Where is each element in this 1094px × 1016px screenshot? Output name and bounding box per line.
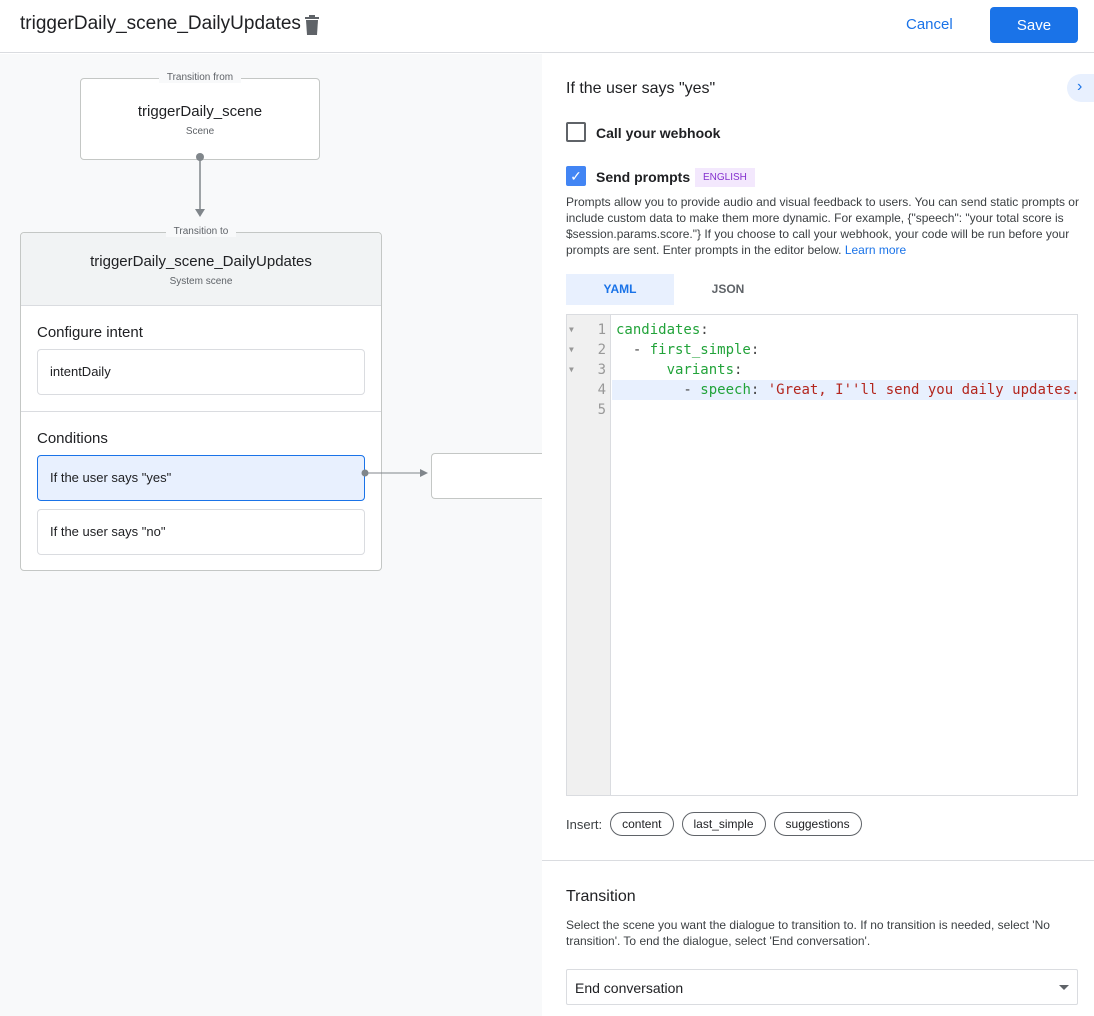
node-type: Scene [185, 126, 215, 137]
insert-chip-last-simple[interactable]: last_simple [681, 812, 766, 836]
learn-more-link[interactable]: Learn more [844, 243, 907, 257]
trash-icon[interactable] [304, 15, 320, 35]
code-line: variants: [666, 362, 743, 378]
transition-select[interactable]: End conversation [566, 969, 1078, 1005]
insert-bar: Insert: content last_simple suggestions [566, 812, 862, 836]
code-line: - first_simple: [616, 342, 760, 358]
line-number: ▼2 [569, 342, 606, 358]
editor-gutter: ▼1 ▼2 ▼3 4 5 [567, 315, 611, 795]
insert-chip-content[interactable]: content [610, 812, 674, 836]
line-number: ▼3 [569, 362, 606, 378]
configure-intent-label: Configure intent [37, 324, 143, 341]
condition-no[interactable]: If the user says "no" [37, 509, 365, 555]
conditions-label: Conditions [37, 430, 108, 447]
cancel-button[interactable]: Cancel [906, 16, 953, 33]
header: triggerDaily_scene_DailyUpdates Cancel S… [0, 0, 1094, 53]
transition-to-node: Transition to triggerDaily_scene_DailyUp… [20, 226, 382, 571]
fold-icon[interactable]: ▼ [569, 365, 574, 374]
webhook-checkbox[interactable] [566, 122, 586, 142]
fold-icon[interactable]: ▼ [569, 345, 574, 354]
line-number: 5 [597, 402, 606, 418]
intent-field[interactable]: intentDaily [37, 349, 365, 395]
node-legend: Transition from [158, 72, 242, 83]
condition-yes[interactable]: If the user says "yes" [37, 455, 365, 501]
divider [542, 860, 1094, 861]
node-name: triggerDaily_scene [137, 103, 263, 120]
page-title: triggerDaily_scene_DailyUpdates [20, 13, 301, 34]
transition-title: Transition [566, 888, 636, 905]
code-editor[interactable]: ▼1 ▼2 ▼3 4 5 candidates: - first_simple: var… [566, 314, 1078, 796]
description-text: Prompts allow you to provide audio and v… [566, 195, 1079, 257]
transition-description: Select the scene you want the dialogue t… [566, 918, 1050, 948]
node-legend: Transition to [165, 226, 237, 237]
save-button[interactable]: Save [990, 7, 1078, 43]
connector-arrow [195, 153, 205, 217]
code-line: - speech: 'Great, I''ll send you daily u… [612, 380, 1077, 400]
editor-code[interactable]: candidates: - first_simple: variants: - … [612, 320, 1077, 420]
condition-connector [361, 469, 428, 477]
scene-canvas: Transition from triggerDaily_scene Scene… [0, 54, 551, 1016]
line-number: ▼1 [569, 322, 606, 338]
code-line [612, 400, 1077, 420]
webhook-label: Call your webhook [596, 125, 721, 141]
language-badge: ENGLISH [695, 168, 755, 187]
insert-label: Insert: [566, 816, 603, 832]
send-prompts-checkbox[interactable]: ✓ [566, 166, 586, 186]
send-prompts-label: Send prompts [596, 169, 691, 185]
insert-chip-suggestions[interactable]: suggestions [773, 812, 862, 836]
node-name: triggerDaily_scene_DailyUpdates [90, 253, 312, 270]
node-type: System scene [169, 276, 233, 287]
details-panel: › If the user says "yes" Call your webho… [542, 54, 1094, 1016]
panel-heading: If the user says "yes" [566, 80, 716, 97]
code-line: candidates: [616, 322, 709, 338]
target-scene-node[interactable] [431, 453, 551, 499]
tab-json[interactable]: JSON [711, 282, 745, 296]
line-number: 4 [597, 382, 606, 398]
transition-selected: End conversation [575, 980, 684, 996]
tab-yaml[interactable]: YAML [566, 274, 674, 305]
chevron-right-icon[interactable]: › [1067, 74, 1094, 102]
prompts-description: Prompts allow you to provide audio and v… [566, 194, 1081, 258]
transition-from-node[interactable]: Transition from triggerDaily_scene Scene [80, 72, 320, 160]
fold-icon[interactable]: ▼ [569, 325, 574, 334]
dropdown-arrow-icon [1059, 985, 1069, 990]
